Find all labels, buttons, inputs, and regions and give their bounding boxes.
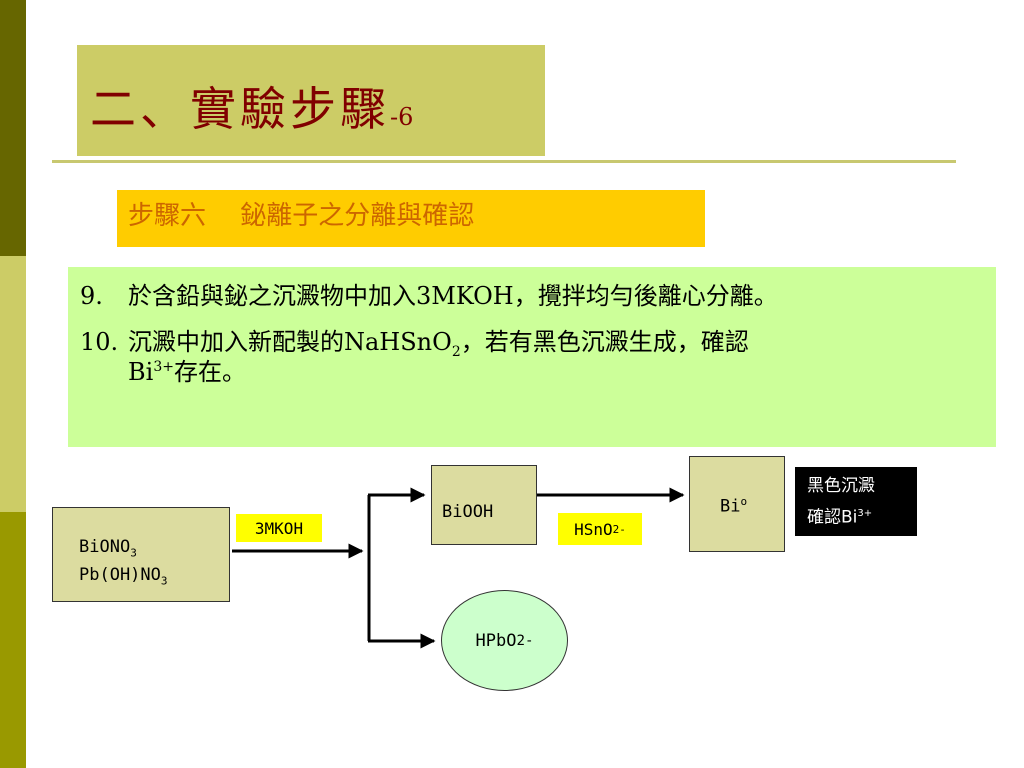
procedure-box [68,267,996,447]
step-10-text-line2: Bi3+存在。 [128,360,246,384]
step-label-background [117,190,705,247]
step-10-text-after: ，若有黑色沉澱生成，確認 [460,328,749,356]
left-accent-bar-top [0,0,26,256]
biooh-node: BiOOH [431,465,537,545]
black-precipitate-note: 黑色沉澱 確認Bi3+ [795,467,917,536]
note-line-1: 黑色沉澱 [807,476,875,496]
title-background [77,45,545,156]
step-10-subscript: 2 [451,343,461,360]
step-9-text: 於含鉛與鉍之沉澱物中加入3MKOH，攪拌均勻後離心分離。 [128,282,778,310]
step-10-text: 沉澱中加入新配製的NaHSnO2，若有黑色沉澱生成，確認 [128,330,749,359]
step-10-line2-after: 存在。 [173,358,246,386]
slide-title: 二、實驗步驟-6 [90,86,413,132]
step-10-line2-main: Bi [128,358,154,386]
bi-metal-node: Bio [689,456,785,552]
title-divider [52,160,956,163]
step-10-text-before: 沉澱中加入新配製的NaHSnO [128,328,452,356]
note-line-2: 確認Bi3+ [807,507,873,528]
step-label: 步驟六 鉍離子之分離與確認 [128,201,475,231]
title-main: 二、實驗步驟 [90,82,390,136]
left-accent-bar-bottom [0,512,26,768]
step-10-line2-sup: 3+ [153,359,174,375]
step-10-number: 10. [80,328,119,356]
start-line-1: BiONO3 [79,537,137,560]
reagent-kOH-label: 3MKOH [236,514,322,542]
left-accent-bar-middle [0,256,26,512]
start-line-2: Pb(OH)NO3 [79,565,168,588]
step-9-number: 9. [80,282,103,310]
start-precipitate-node: BiONO3 Pb(OH)NO3 [52,507,230,602]
title-suffix: -6 [390,103,414,131]
